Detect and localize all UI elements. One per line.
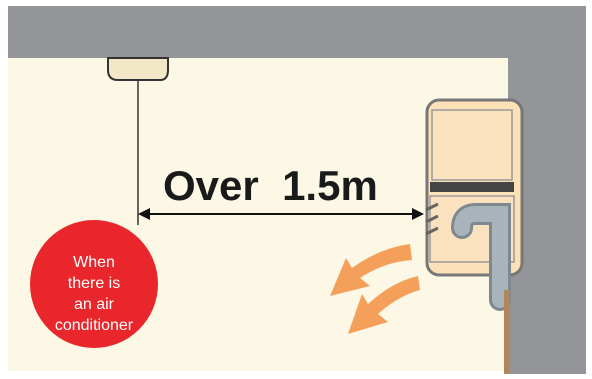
support-post [504,290,510,374]
distance-label: Over 1.5m [163,162,378,209]
badge-line-1: When [73,254,115,271]
top-wall [8,6,586,58]
badge-line-3: an air [73,296,115,313]
ceiling-fixture [107,57,169,81]
airflow-arrows [330,244,420,334]
condition-badge [30,220,158,348]
condition-badge-text: When there is an air conditioner [30,252,158,336]
badge-line-2: there is [67,275,121,292]
pipe [451,203,511,311]
distance-arrow [138,208,424,220]
badge-line-4: conditioner [54,317,134,334]
